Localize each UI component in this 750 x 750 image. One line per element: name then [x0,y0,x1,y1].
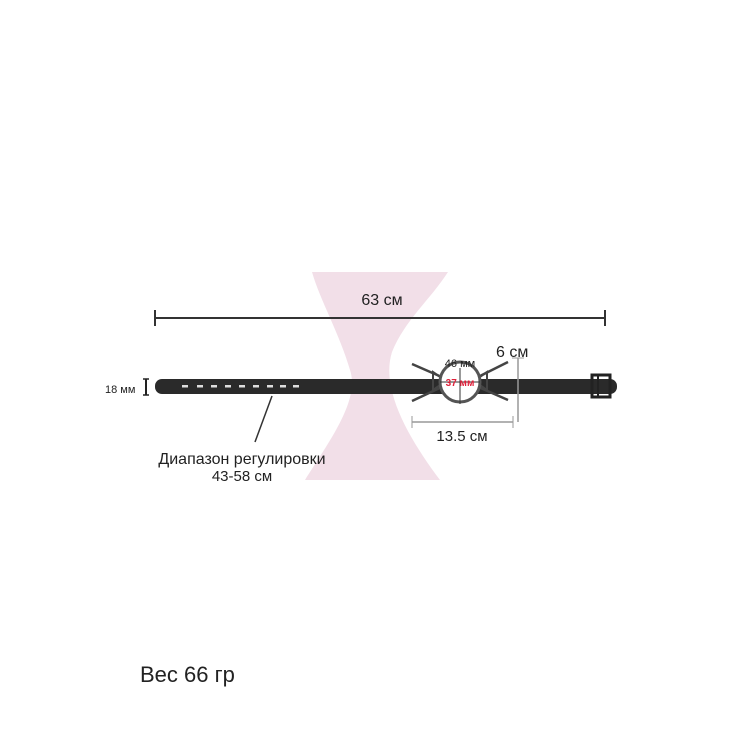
spider-gag [411,360,509,404]
strap-holes [182,385,299,388]
height-label: 6 см [496,344,528,361]
ring-inner-diameter-label: 37 мм [446,378,475,389]
strap-width-dimension: 18 мм [105,378,149,396]
buckle [590,373,612,399]
strap-width-label: 18 мм [105,384,135,396]
ring-outer-diameter-label: 46 мм [445,358,475,370]
height-dimension: 6 см [496,344,528,422]
gag-width-dimension: 13.5 см [411,416,514,445]
gag-width-label: 13.5 см [436,428,487,445]
adjustment-range-value: 43-58 см [212,468,272,485]
adjustment-range-callout: Диапазон регулировки 43-58 см [158,395,326,485]
brand-logo-watermark [305,272,448,480]
adjustment-range-label: Диапазон регулировки [158,451,325,468]
total-length-label: 63 см [361,292,402,309]
weight-label: Вес 66 гр [140,662,235,687]
total-length-dimension: 63 см [154,292,606,326]
strap [155,373,617,399]
